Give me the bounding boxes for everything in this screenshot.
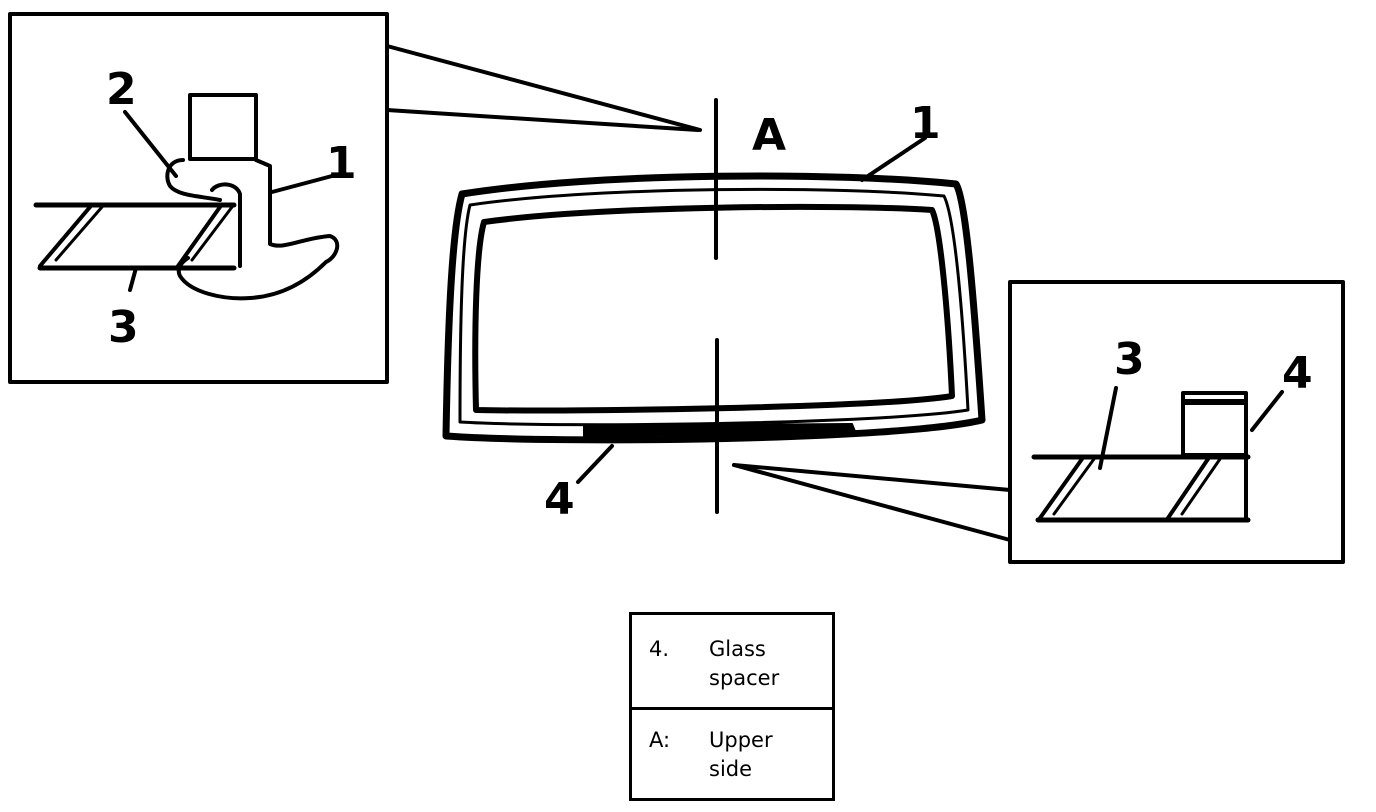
- right-detail-frame: [1008, 280, 1345, 564]
- legend-desc-line: Glass: [709, 637, 766, 661]
- callout-left-3: 3: [108, 302, 139, 353]
- legend-description: Upper side: [709, 726, 832, 784]
- legend-desc-line: spacer: [709, 666, 780, 690]
- right-leader-4: [1250, 390, 1284, 432]
- callout-main-4: 4: [544, 474, 575, 525]
- right-connector-lower: [732, 463, 1012, 542]
- callout-left-2: 2: [106, 64, 137, 115]
- legend-description: Glass spacer: [709, 635, 832, 693]
- right-connector-upper: [732, 463, 1012, 492]
- left-detail-illustration: [33, 93, 340, 301]
- left-leader-1: [270, 174, 334, 194]
- left-connector-upper: [385, 44, 702, 132]
- callout-left-1: 1: [326, 138, 357, 189]
- legend-table: 4. Glass spacer A: Upper side: [629, 612, 835, 801]
- legend-row-upper-side: A: Upper side: [632, 707, 832, 798]
- callout-main-a: A: [752, 110, 786, 161]
- main-leader-1: [860, 136, 927, 182]
- legend-desc-line: Upper: [709, 728, 773, 752]
- main-leader-4: [576, 444, 614, 484]
- left-leader-2: [123, 110, 178, 178]
- left-leader-3: [128, 266, 138, 292]
- callout-right-4: 4: [1282, 348, 1313, 399]
- glass-spacer-strip: [583, 423, 857, 437]
- right-leader-3: [1098, 386, 1118, 470]
- left-detail-frame: [8, 12, 389, 384]
- legend-key: A:: [649, 728, 671, 752]
- callout-right-3: 3: [1114, 334, 1145, 385]
- legend-row-glass-spacer: 4. Glass spacer: [632, 615, 832, 707]
- left-connector-lower: [385, 108, 700, 132]
- legend-key: 4.: [649, 637, 670, 661]
- right-detail-illustration: [1031, 386, 1284, 523]
- legend-desc-line: side: [709, 757, 753, 781]
- callout-main-1: 1: [910, 98, 941, 149]
- windshield-outline: [442, 172, 986, 444]
